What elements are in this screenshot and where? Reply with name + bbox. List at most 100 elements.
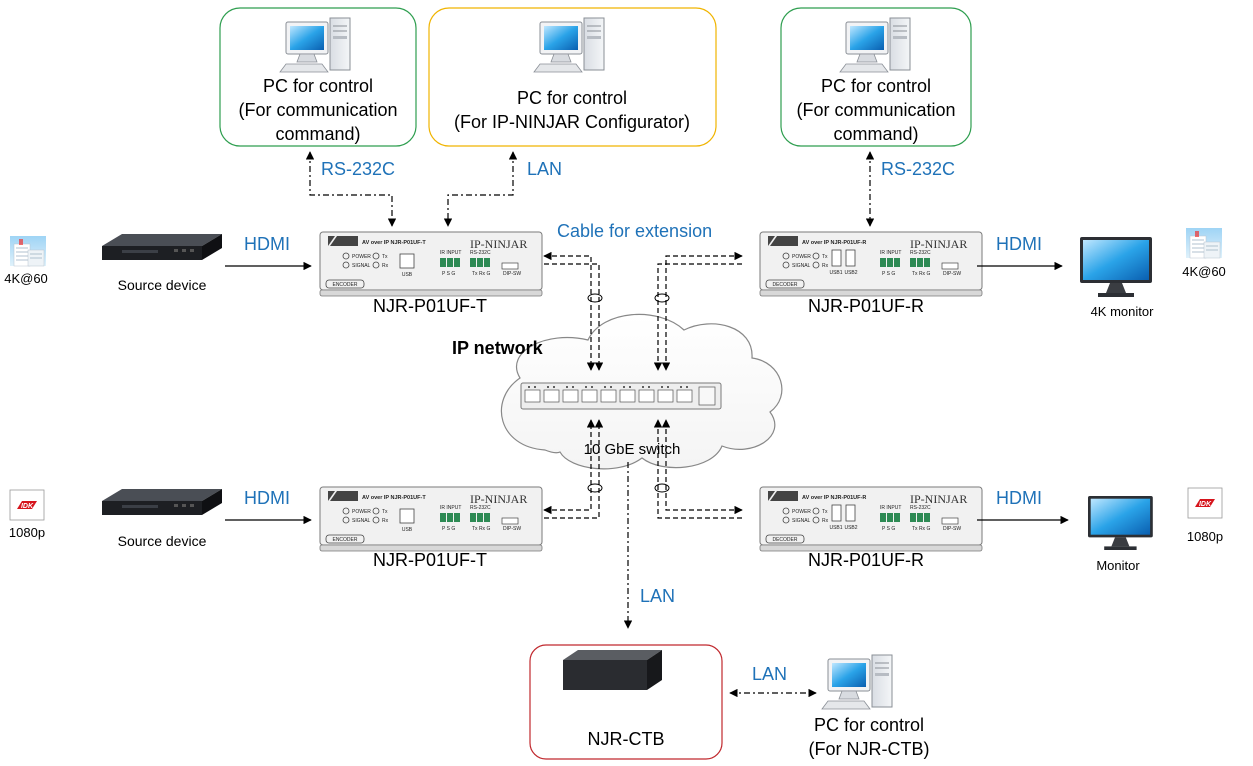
- rx-led-label: Rx: [822, 518, 829, 524]
- txrxg-label: Tx Rx G: [472, 271, 490, 277]
- lan-label-ctb: LAN: [640, 586, 675, 606]
- signal-led-label: SIGNAL: [792, 263, 811, 269]
- pc-box-communication-left: [219, 7, 417, 147]
- txrxg-label: Tx Rx G: [472, 526, 490, 532]
- decoder-unit-top: AV over IP NJR-P01UF-R IP-NINJAR POWER S…: [759, 231, 983, 297]
- pc-right-line1: PC for control: [821, 76, 931, 96]
- rx-led-label: Rx: [382, 518, 389, 524]
- pc-icon: [279, 17, 351, 73]
- pc-left-line3: command): [275, 124, 360, 144]
- pc-icon: [533, 17, 605, 73]
- psg-label: P S G: [882, 271, 895, 277]
- hdmi-label-tl: HDMI: [244, 234, 290, 254]
- signal-led-label: SIGNAL: [352, 263, 371, 269]
- source-top-device: Source device: [118, 277, 207, 293]
- ir-input-label: IR INPUT: [440, 250, 461, 256]
- lan-label-top: LAN: [527, 159, 562, 179]
- rx-model-tag: AV over IP NJR-P01UF-R: [802, 240, 866, 246]
- dipsw-label: DIP-SW: [503, 526, 521, 532]
- dipsw-label: DIP-SW: [503, 271, 521, 277]
- decoder-tag: DECODER: [772, 282, 797, 288]
- pc-center-line2: (For IP-NINJAR Configurator): [454, 112, 690, 132]
- usb-port-icon: [399, 508, 415, 524]
- extension-cable-rx-bottom-2: [653, 419, 742, 519]
- hdmi-label-br: HDMI: [996, 488, 1042, 508]
- device-tx-bottom: NJR-P01UF-T: [373, 550, 487, 570]
- source-player-icon: [102, 489, 222, 515]
- pc-ctb-line2: (For NJR-CTB): [809, 739, 930, 759]
- decoder-tag: DECODER: [772, 537, 797, 543]
- dipsw-label: DIP-SW: [943, 526, 961, 532]
- device-tx-top: NJR-P01UF-T: [373, 296, 487, 316]
- usb-port-icon: [399, 253, 415, 269]
- ir-input-label: IR INPUT: [440, 505, 461, 511]
- source-bottom-device: Source device: [118, 533, 207, 549]
- power-led-label: POWER: [352, 509, 371, 515]
- tx-led-label: Tx: [382, 509, 388, 515]
- tx-led-label: Tx: [822, 254, 828, 260]
- building-thumbnail-icon: [9, 235, 47, 267]
- cable-bundle-marker: [587, 293, 603, 303]
- signal-led-label: SIGNAL: [792, 518, 811, 524]
- extension-cable-rx-bottom: [661, 419, 743, 515]
- psg-label: P S G: [442, 526, 455, 532]
- encoder-tag: ENCODER: [332, 537, 357, 543]
- pc-icon: [821, 654, 893, 710]
- power-led-label: POWER: [352, 254, 371, 260]
- pc-ctb-line1: PC for control: [814, 715, 924, 735]
- ir-input-label: IR INPUT: [880, 505, 901, 511]
- hdmi-label-tr: HDMI: [996, 234, 1042, 254]
- pc-right-line2: (For communication: [796, 100, 955, 120]
- usb2-label: USB2: [844, 525, 857, 531]
- ip-network-title: IP network: [452, 338, 544, 358]
- source-player-icon: [102, 234, 222, 260]
- cable-extension-label: Cable for extension: [557, 221, 712, 241]
- tx-model-tag: AV over IP NJR-P01UF-T: [362, 495, 426, 501]
- product-logo: IP-NINJAR: [470, 237, 527, 251]
- idk-logo-thumbnail: [9, 489, 45, 521]
- product-logo: IP-NINJAR: [910, 237, 967, 251]
- rx-led-label: Rx: [822, 263, 829, 269]
- usb-port-icon: [845, 504, 856, 522]
- sink-bottom-resolution: 1080p: [1187, 529, 1223, 544]
- pc-box-configurator: [428, 7, 717, 147]
- device-ctb: NJR-CTB: [588, 729, 665, 749]
- txrxg-label: Tx Rx G: [912, 526, 930, 532]
- rs232c-label-right: RS-232C: [881, 159, 955, 179]
- dipsw-label: DIP-SW: [943, 271, 961, 277]
- ctb-unit-icon: [563, 650, 662, 690]
- switch-label: 10 GbE switch: [584, 441, 681, 458]
- sink-top-resolution: 4K@60: [1182, 264, 1226, 279]
- pc-left-line1: PC for control: [263, 76, 373, 96]
- hdmi-label-bl: HDMI: [244, 488, 290, 508]
- pc-right-line3: command): [833, 124, 918, 144]
- source-bottom-resolution: 1080p: [9, 525, 45, 540]
- extension-cable-tx-bottom: [543, 419, 596, 515]
- product-logo: IP-NINJAR: [910, 492, 967, 506]
- monitor-icon: [1088, 496, 1153, 550]
- power-led-label: POWER: [792, 254, 811, 260]
- network-switch: [520, 382, 722, 410]
- rs232c-port-label: RS-232C: [910, 505, 931, 511]
- lan-link-top: [443, 151, 518, 227]
- monitor-icon: [1080, 237, 1152, 297]
- rs232c-link-left: [305, 151, 397, 227]
- lan-label-pc-ctb: LAN: [752, 664, 787, 684]
- rs232c-port-label: RS-232C: [470, 505, 491, 511]
- rs232c-label-left: RS-232C: [321, 159, 395, 179]
- usb-port-icon: [831, 504, 842, 522]
- usb2-label: USB2: [844, 270, 857, 276]
- encoder-tag: ENCODER: [332, 282, 357, 288]
- building-thumbnail-icon: [1185, 227, 1223, 259]
- extension-cable-rx-top-2: [653, 263, 742, 371]
- cable-bundle-marker: [587, 483, 603, 493]
- psg-label: P S G: [882, 526, 895, 532]
- tx-model-tag: AV over IP NJR-P01UF-T: [362, 240, 426, 246]
- extension-cable-tx-top-2: [544, 263, 604, 371]
- txrxg-label: Tx Rx G: [912, 271, 930, 277]
- usb1-label: USB1: [829, 270, 842, 276]
- rx-led-label: Rx: [382, 263, 389, 269]
- power-led-label: POWER: [792, 509, 811, 515]
- product-logo: IP-NINJAR: [470, 492, 527, 506]
- usb-label: USB: [402, 527, 413, 533]
